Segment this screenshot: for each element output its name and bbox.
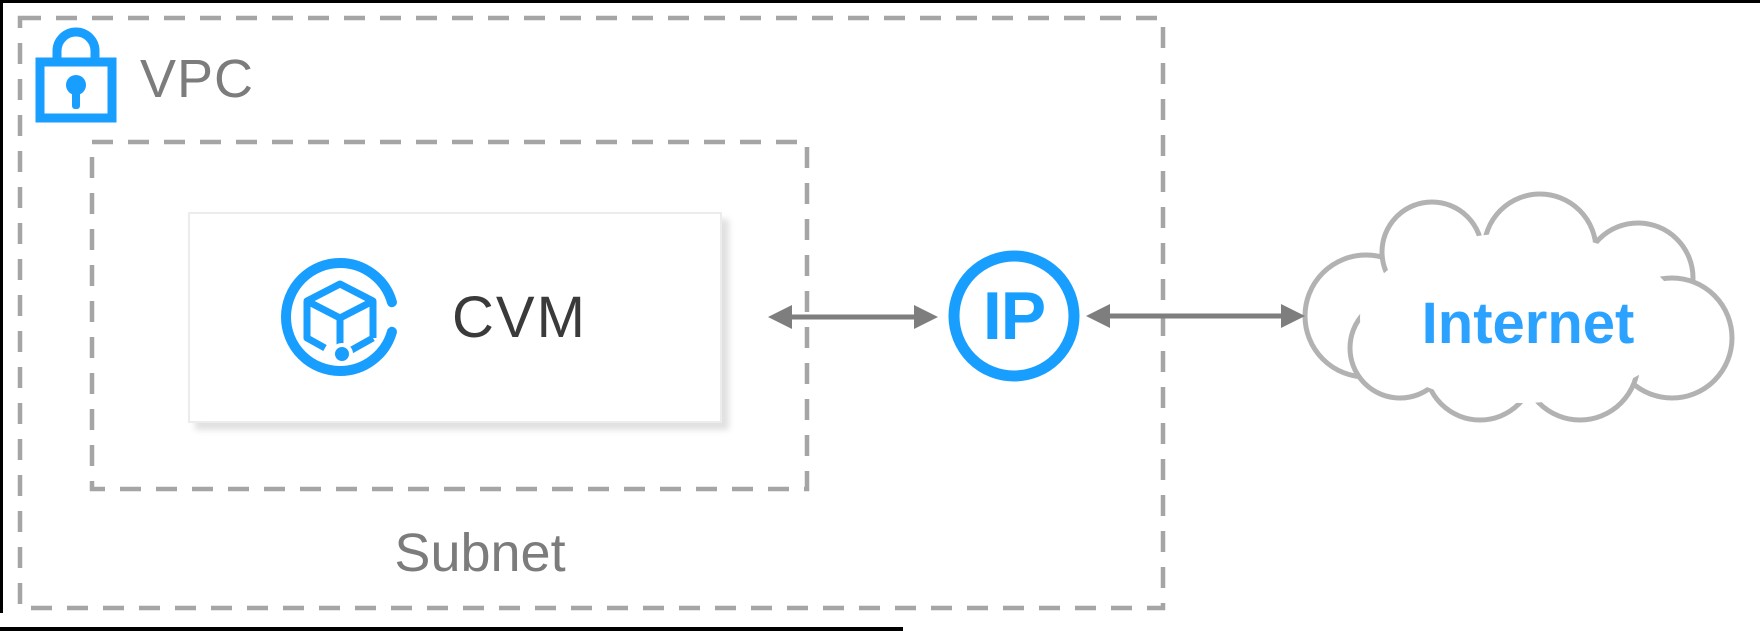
subnet-label: Subnet	[394, 523, 566, 583]
internet-label: Internet	[1421, 290, 1635, 356]
ip-circle-icon	[948, 250, 1080, 382]
arrow-ip-internet	[1086, 304, 1305, 328]
internet-cloud-icon	[1302, 191, 1735, 423]
vpc-boundary-box	[17, 15, 1166, 611]
vpc-label: VPC	[140, 49, 255, 109]
frame-bottom-edge	[0, 627, 903, 631]
cvm-label: CVM	[452, 285, 587, 350]
cvm-cube-icon	[281, 257, 399, 376]
arrow-cvm-ip	[768, 305, 938, 329]
frame-top-edge	[0, 0, 1760, 3]
cvm-card: CVM	[188, 212, 722, 423]
lock-icon	[35, 27, 117, 123]
ip-label: IP	[982, 278, 1046, 354]
subnet-boundary-box	[89, 139, 810, 492]
frame-left-edge	[0, 0, 3, 613]
